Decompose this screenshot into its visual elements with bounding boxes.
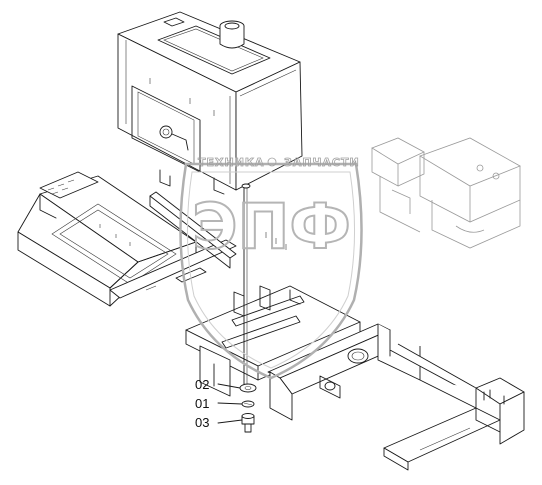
watermark: ТЕХНИКА ЗАПЧАСТИ ЭПФ <box>179 156 363 380</box>
mounting-frame <box>109 191 525 471</box>
fuel-tank <box>117 11 303 195</box>
bolt <box>241 413 255 433</box>
reference-component-outline <box>371 137 521 249</box>
spring-washer <box>241 400 255 408</box>
washer <box>239 383 257 393</box>
callout-leaders <box>217 383 243 424</box>
callout-label: 03 <box>195 415 209 430</box>
tie-rod-assembly <box>241 183 251 385</box>
battery-tray <box>17 171 197 307</box>
watermark-left-word: ТЕХНИКА <box>198 156 264 169</box>
watermark-logo: ЭПФ <box>192 190 351 263</box>
callout-label: 02 <box>195 377 209 392</box>
callout-label: 01 <box>195 396 209 411</box>
watermark-right-word: ЗАПЧАСТИ <box>284 156 360 169</box>
watermark-shield <box>179 162 363 380</box>
